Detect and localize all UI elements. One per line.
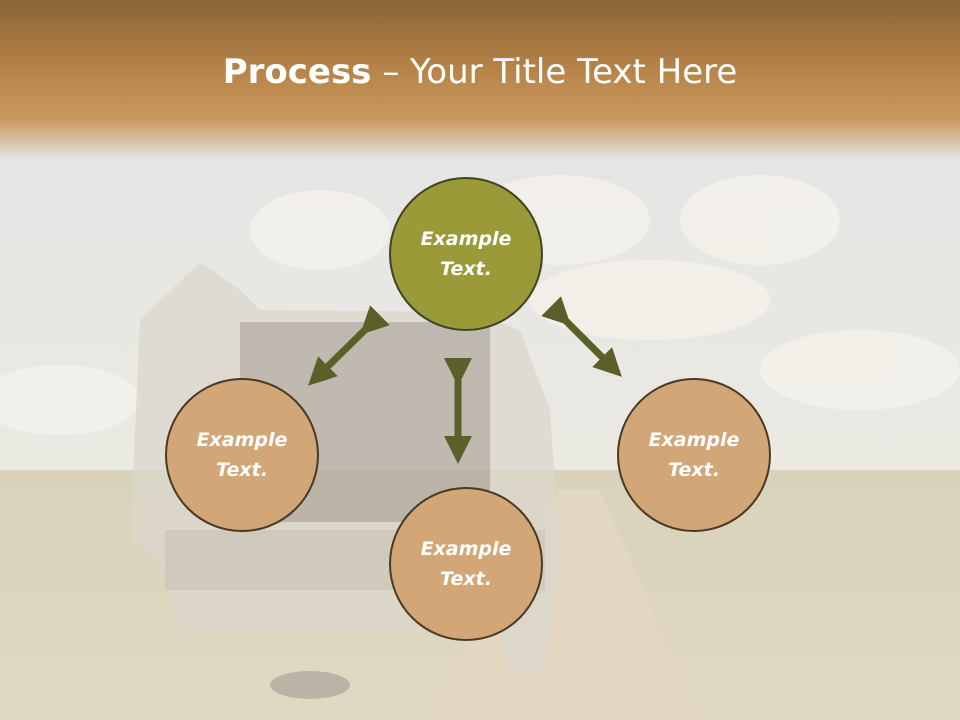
title-band xyxy=(0,0,960,160)
arrow-top-left xyxy=(308,305,390,386)
node-right-label: Example Text. xyxy=(648,429,740,481)
node-bottom: Example Text. xyxy=(389,487,543,641)
node-left: Example Text. xyxy=(165,378,319,532)
node-right: Example Text. xyxy=(617,378,771,532)
slide-title: Process – Your Title Text Here xyxy=(0,52,960,92)
title-rest: – Your Title Text Here xyxy=(371,52,738,92)
arrow-top-right xyxy=(541,296,622,377)
node-bottom-label: Example Text. xyxy=(420,538,512,590)
node-left-label: Example Text. xyxy=(196,429,288,481)
node-top-label: Example Text. xyxy=(420,228,512,280)
title-bold: Process xyxy=(222,52,372,92)
node-top: Example Text. xyxy=(389,177,543,331)
